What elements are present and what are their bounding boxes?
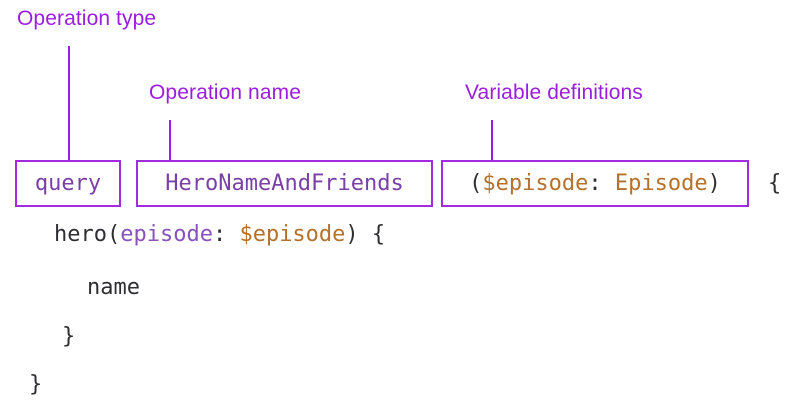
code-token-line2-open-brace: { <box>358 222 386 247</box>
leader-line-operation-type <box>68 46 70 160</box>
code-line-1-open-brace: { <box>768 171 782 196</box>
annotation-label-operation-type: Operation type <box>17 7 157 30</box>
code-token-variable-episode: $episode <box>482 171 589 196</box>
code-token-type-episode: Episode <box>614 171 708 196</box>
code-token-line2-colon: : <box>212 222 240 247</box>
code-token-open-paren: ( <box>469 171 483 196</box>
code-token-field-hero: hero <box>54 222 107 247</box>
leader-line-operation-name <box>169 120 171 160</box>
code-token-operation-name: HeroNameAndFriends <box>165 171 404 196</box>
annotation-label-operation-name: Operation name <box>149 81 301 104</box>
annotation-label-variable-definitions: Variable definitions <box>465 81 643 104</box>
highlight-box-operation-name: HeroNameAndFriends <box>136 160 433 207</box>
code-token-close-paren: ) <box>707 171 721 196</box>
code-line-4-close-brace: } <box>62 324 76 349</box>
code-token-line2-close-paren: ) <box>345 222 359 247</box>
code-token-line2-variable-episode: $episode <box>239 222 346 247</box>
highlight-box-variable-definitions: ($episode: Episode) <box>441 160 749 207</box>
code-line-2: hero(episode: $episode) { <box>54 224 385 246</box>
code-line-5-close-brace: } <box>29 372 43 397</box>
highlight-box-operation-type: query <box>15 160 121 207</box>
code-token-line2-open-paren: ( <box>106 222 121 247</box>
leader-line-variable-definitions <box>491 120 493 160</box>
code-line-3-field-name: name <box>87 275 140 300</box>
code-token-operation-type: query <box>34 171 102 196</box>
code-token-argument-episode: episode <box>120 222 213 247</box>
code-token-colon: : <box>588 171 615 196</box>
